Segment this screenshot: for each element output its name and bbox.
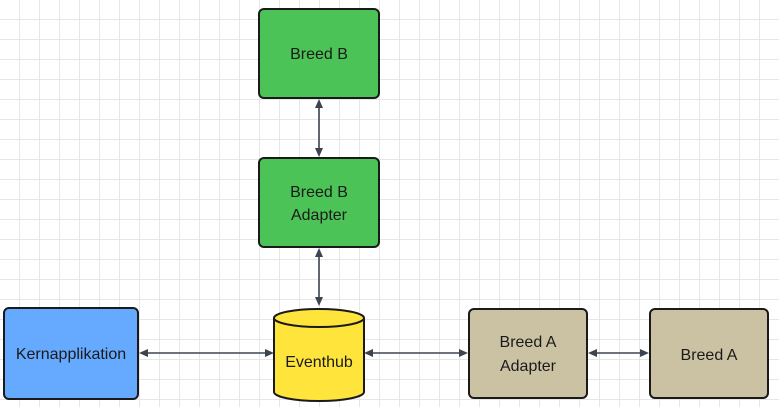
node-eventhub[interactable]: Eventhub (273, 308, 365, 402)
arrow-head-right-icon (265, 349, 274, 357)
edge-kernapplikation-to-eventhub (139, 349, 274, 357)
node-eventhub-label: Eventhub (285, 354, 353, 371)
node-breed-b-adapter-label-line1: Breed B (290, 184, 348, 201)
arrow-head-down-icon (315, 148, 323, 157)
node-breed-b-adapter-label-line2: Adapter (291, 207, 348, 224)
node-breed-a-label: Breed A (681, 347, 738, 364)
node-kernapplikation-label: Kernapplikation (16, 346, 126, 363)
edge-eventhub-to-breed-a-adapter (364, 349, 468, 357)
node-breed-b-adapter[interactable]: Breed B Adapter (258, 157, 380, 248)
node-breed-b[interactable]: Breed B (258, 8, 380, 99)
node-breed-a-adapter-label-line2: Adapter (500, 358, 557, 375)
arrow-head-left-icon (139, 349, 148, 357)
node-kernapplikation[interactable]: Kernapplikation (3, 307, 139, 400)
node-breed-a-adapter-label-line1: Breed A (500, 334, 557, 351)
arrow-head-right-icon (459, 349, 468, 357)
edge-breed-b-to-breed-b-adapter (315, 99, 323, 157)
arrow-head-down-icon (315, 297, 323, 306)
edge-breed-a-adapter-to-breed-a (588, 349, 649, 357)
arrow-head-left-icon (588, 349, 597, 357)
edge-breed-b-adapter-to-eventhub (315, 248, 323, 306)
arrow-head-right-icon (640, 349, 649, 357)
arrow-head-left-icon (364, 349, 373, 357)
node-breed-b-label: Breed B (290, 46, 348, 63)
arrow-head-up-icon (315, 248, 323, 257)
node-breed-a[interactable]: Breed A (649, 308, 769, 399)
arrow-head-up-icon (315, 99, 323, 108)
edges (139, 99, 649, 357)
node-breed-a-adapter[interactable]: Breed A Adapter (468, 308, 588, 399)
